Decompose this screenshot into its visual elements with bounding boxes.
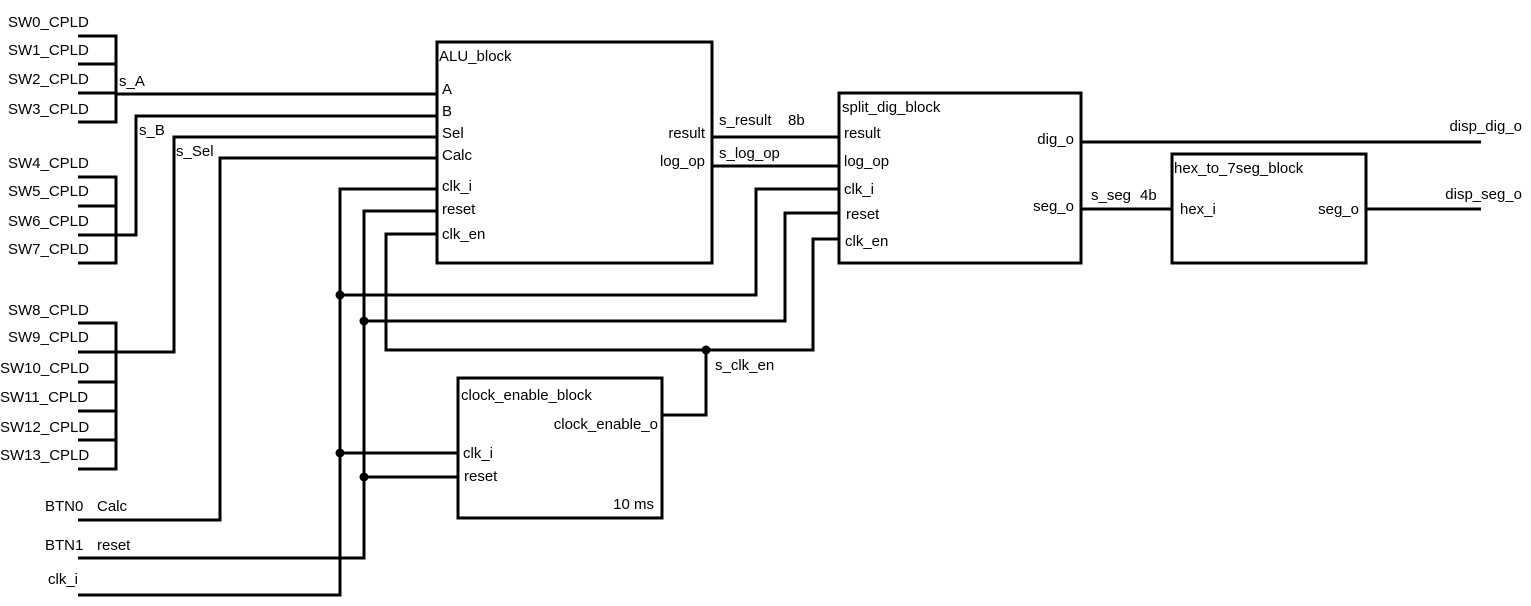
switch-label: SW8_CPLD: [8, 302, 89, 319]
s-clk-en-wire: [384, 232, 840, 417]
btn0-label: BTN0: [45, 498, 83, 515]
s-result-width-label: 8b: [788, 112, 805, 129]
clock-enable-title: clock_enable_block: [461, 387, 592, 404]
s-seg-label: s_seg: [1091, 187, 1131, 204]
switch-label: SW12_CPLD: [0, 419, 89, 436]
clock-enable-port-reset: reset: [464, 468, 498, 485]
hex-port-in: hex_i: [1180, 201, 1216, 218]
clock-enable-period: 10 ms: [613, 496, 654, 513]
alu-port-calc: Calc: [442, 147, 473, 164]
alu-port-log-op: log_op: [660, 153, 705, 170]
alu-port-clk-i: clk_i: [442, 178, 472, 195]
s-sel-wire: [116, 135, 438, 354]
s-seg-width-label: 4b: [1140, 187, 1157, 204]
switch-label: SW10_CPLD: [0, 360, 89, 377]
switch-group-b-wire: [78, 175, 118, 265]
alu-port-result: result: [668, 125, 706, 142]
switch-label: SW2_CPLD: [8, 71, 89, 88]
junction-dot: [701, 345, 711, 355]
alu-title: ALU_block: [439, 48, 512, 65]
switch-label: SW7_CPLD: [8, 241, 89, 258]
junction-dot: [335, 448, 345, 458]
hex-port-out: seg_o: [1318, 201, 1359, 218]
alu-port-b: B: [442, 103, 452, 120]
junction-dot: [335, 290, 345, 300]
split-port-seg-o: seg_o: [1033, 198, 1074, 215]
clock-enable-block: [456, 376, 664, 520]
disp-dig-label: disp_dig_o: [1449, 118, 1522, 135]
wires: [78, 34, 1481, 597]
switch-label: SW4_CPLD: [8, 155, 89, 172]
s-clk-en-label: s_clk_en: [715, 357, 774, 374]
switch-labels: SW0_CPLD SW1_CPLD SW2_CPLD SW3_CPLD SW4_…: [0, 14, 89, 464]
s-b-wire: [116, 114, 438, 237]
calc-label: Calc: [97, 498, 128, 515]
clock-enable-port-clk-i: clk_i: [463, 445, 493, 462]
split-port-clk-i: clk_i: [844, 181, 874, 198]
hex-title: hex_to_7seg_block: [1174, 160, 1304, 177]
switch-label: SW6_CPLD: [8, 213, 89, 230]
calc-wire: [78, 156, 438, 522]
clk-wire: [78, 187, 840, 597]
split-port-reset: reset: [846, 206, 880, 223]
split-port-dig-o: dig_o: [1037, 131, 1074, 148]
switch-label: SW11_CPLD: [0, 389, 88, 406]
s-b-label: s_B: [139, 122, 165, 139]
switch-group-sel-wire: [78, 321, 118, 471]
junction-dot: [359, 316, 369, 326]
s-log-op-label: s_log_op: [719, 145, 780, 162]
reset-label: reset: [97, 537, 131, 554]
alu-port-reset: reset: [442, 201, 476, 218]
disp-seg-label: disp_seg_o: [1445, 186, 1522, 203]
switch-label: SW1_CPLD: [8, 42, 89, 59]
switch-label: SW3_CPLD: [8, 101, 89, 118]
alu-block: [435, 40, 714, 265]
btn1-label: BTN1: [45, 537, 83, 554]
switch-label: SW13_CPLD: [0, 447, 89, 464]
split-port-result: result: [844, 125, 882, 142]
clock-enable-port-out: clock_enable_o: [554, 416, 658, 433]
switch-label: SW0_CPLD: [8, 14, 89, 31]
switch-group-a-wire: [78, 34, 118, 124]
s-result-label: s_result: [719, 112, 772, 129]
split-dig-block: [837, 91, 1083, 265]
s-a-label: s_A: [119, 73, 145, 90]
junctions: [335, 290, 711, 482]
split-title: split_dig_block: [842, 99, 941, 116]
alu-port-sel: Sel: [442, 125, 464, 142]
split-port-clk-en: clk_en: [845, 233, 888, 250]
alu-port-a: A: [442, 81, 452, 98]
reset-wire: [78, 209, 840, 560]
switch-label: SW5_CPLD: [8, 183, 89, 200]
switch-label: SW9_CPLD: [8, 329, 89, 346]
junction-dot: [359, 472, 369, 482]
alu-port-clk-en: clk_en: [442, 226, 485, 243]
split-port-log-op: log_op: [844, 153, 889, 170]
clk-input-label: clk_i: [48, 571, 78, 588]
s-sel-label: s_Sel: [176, 143, 214, 160]
hex-to-7seg-block: [1170, 152, 1368, 265]
